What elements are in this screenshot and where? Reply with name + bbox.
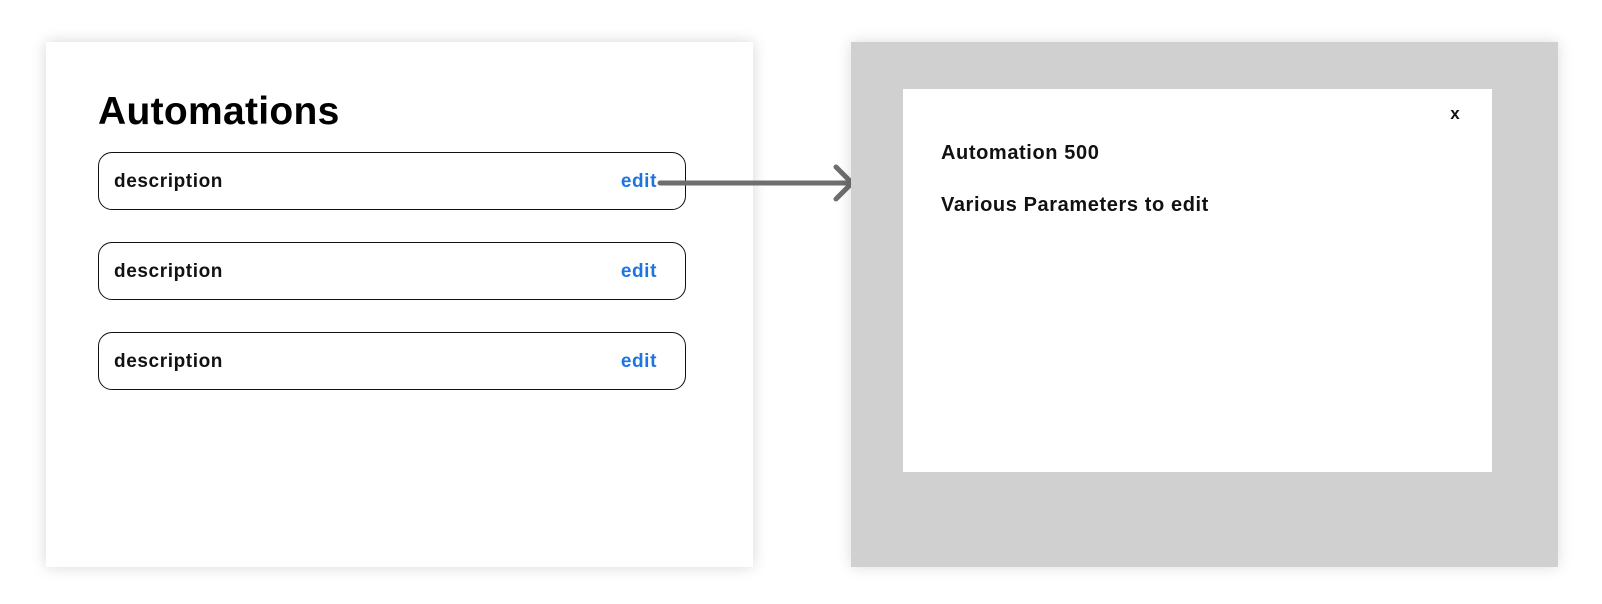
automation-description: description	[114, 261, 224, 282]
automation-row: description edit	[98, 242, 686, 300]
automations-panel: Automations description edit description…	[46, 42, 753, 567]
modal-body-text: Various Parameters to edit	[941, 194, 1209, 216]
modal-overlay[interactable]: x Automation 500 Various Parameters to e…	[851, 42, 1558, 567]
automation-description: description	[114, 351, 224, 372]
edit-automation-modal: x Automation 500 Various Parameters to e…	[903, 89, 1492, 472]
arrow-right-icon	[657, 164, 855, 202]
page-title: Automations	[98, 90, 340, 133]
automation-description: description	[114, 171, 224, 192]
edit-link[interactable]: edit	[620, 171, 657, 192]
edit-link[interactable]: edit	[620, 261, 657, 282]
modal-title: Automation 500	[941, 142, 1100, 164]
close-icon[interactable]: x	[1450, 104, 1460, 123]
automation-row: description edit	[98, 332, 686, 390]
edit-link[interactable]: edit	[620, 351, 657, 372]
automation-row: description edit	[98, 152, 686, 210]
